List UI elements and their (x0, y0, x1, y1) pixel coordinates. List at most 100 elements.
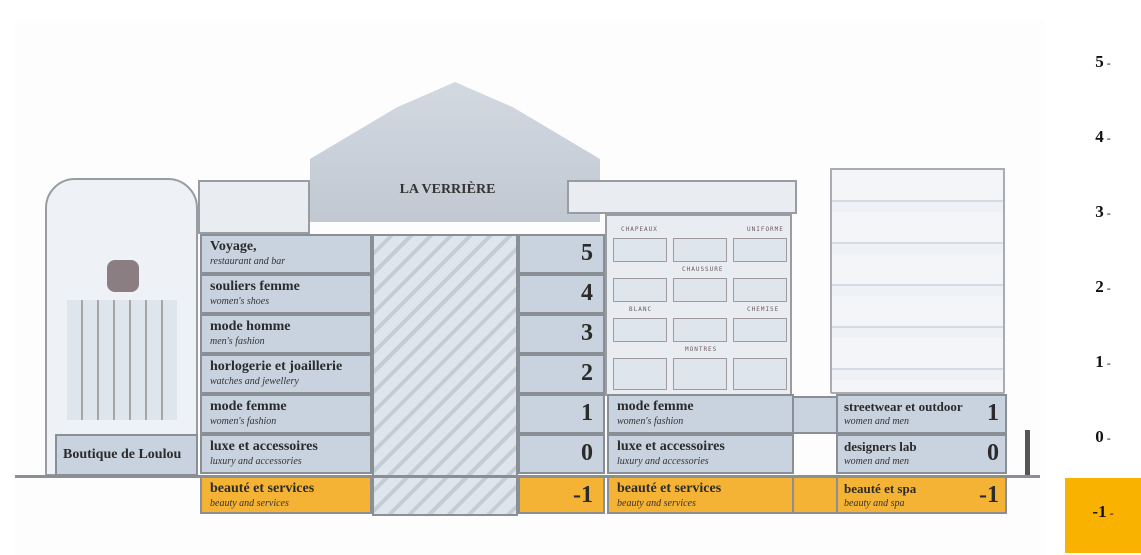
floor-title: beauté et spa (844, 481, 917, 496)
floor-title: mode femme (617, 399, 694, 414)
boutique-building (45, 178, 198, 476)
street-lamp-icon (1025, 430, 1030, 475)
floor-0-label-panel[interactable]: luxe et accessoires luxury and accessori… (200, 434, 372, 474)
floor-number: 3 (581, 320, 593, 346)
floor--1-number-panel[interactable]: -1 (518, 476, 605, 514)
floor-subtitle: beauty and spa (844, 498, 905, 509)
floor--1-label-panel[interactable]: beauté et services beauty and services (200, 476, 372, 514)
facade-window (673, 358, 727, 390)
boutique-label: Boutique de Loulou (63, 447, 182, 462)
sign-chapeaux: CHAPEAUX (621, 226, 658, 233)
floor-title: designers lab (844, 439, 917, 454)
floor-title: luxe et accessoires (210, 439, 318, 454)
floor-number: -1 (573, 482, 593, 508)
boutique-de-loulou[interactable]: Boutique de Loulou (55, 434, 198, 476)
floor-subtitle: luxury and accessories (210, 456, 302, 467)
floor-title: luxe et accessoires (617, 439, 725, 454)
level-nav-item[interactable]: 0 (1065, 403, 1141, 478)
middle-facade: CHAPEAUX UNIFORME CHAUSSURE BLANC CHEMIS… (605, 214, 792, 396)
facade-window (613, 318, 667, 342)
floor-3-number-panel[interactable]: 3 (518, 314, 605, 354)
floor-subtitle: beauty and services (617, 498, 696, 509)
level-nav-item[interactable]: 4 (1065, 103, 1141, 178)
floor-number: 4 (581, 280, 593, 306)
floor-4-label-panel[interactable]: souliers femme women's shoes (200, 274, 372, 314)
floor-5-label-panel[interactable]: Voyage, restaurant and bar (200, 234, 372, 274)
facade-window (733, 278, 787, 302)
level-nav-item[interactable]: 5 (1065, 28, 1141, 103)
level-nav-label: 5 (1095, 52, 1111, 72)
sign-montres: MONTRES (685, 346, 718, 353)
sign-uniforme: UNIFORME (747, 226, 784, 233)
floor-title: mode homme (210, 319, 291, 334)
floor-number: 5 (581, 240, 593, 266)
floor-number: 2 (581, 360, 593, 386)
middle-cornice (567, 180, 797, 214)
octagon-window (107, 260, 139, 292)
floor-title: souliers femme (210, 279, 300, 294)
floor-4-number-panel[interactable]: 4 (518, 274, 605, 314)
floor-title: mode femme (210, 399, 287, 414)
floor-subtitle: men's fashion (210, 336, 265, 347)
level-nav-label: -1 (1092, 502, 1113, 522)
floor-5-number-panel[interactable]: 5 (518, 234, 605, 274)
floor-subtitle: women's shoes (210, 296, 270, 307)
floor-2-number-panel[interactable]: 2 (518, 354, 605, 394)
verriere-title: LA VERRIÈRE (399, 182, 496, 197)
escalator-atrium (372, 234, 518, 516)
floor-title: beauté et services (617, 481, 722, 496)
facade-window (733, 358, 787, 390)
sign-chaussure: CHAUSSURE (682, 266, 724, 273)
wave-glass-facade (830, 168, 1005, 394)
floor-title: Voyage, (210, 239, 257, 254)
right-floor-panel[interactable]: streetwear et outdoor women and men 1 (836, 394, 1007, 434)
floor-number: 0 (581, 440, 593, 466)
floor-subtitle: watches and jewellery (210, 376, 299, 387)
middle-floor-panel[interactable]: beauté et services beauty and services (607, 476, 794, 514)
level-nav-label: 3 (1095, 202, 1111, 222)
level-nav-item[interactable]: 1 (1065, 328, 1141, 403)
middle-floor-panel[interactable]: mode femme women's fashion (607, 394, 794, 434)
floor-subtitle: restaurant and bar (210, 256, 286, 267)
connector-floor-minus1 (792, 476, 838, 514)
facade-window (673, 318, 727, 342)
facade-window (613, 238, 667, 262)
main-cornice (198, 180, 310, 234)
level-nav-label: 2 (1095, 277, 1111, 297)
right-floor-panel[interactable]: designers lab women and men 0 (836, 434, 1007, 474)
floor-subtitle: women's fashion (210, 416, 277, 427)
floor-3-label-panel[interactable]: mode homme men's fashion (200, 314, 372, 354)
floor-subtitle: women and men (844, 456, 909, 467)
middle-floor-panel[interactable]: luxe et accessoires luxury and accessori… (607, 434, 794, 474)
floor-number: 1 (987, 400, 999, 426)
sign-blanc: BLANC (629, 306, 653, 313)
facade-window (673, 278, 727, 302)
floor-number: -1 (979, 482, 999, 508)
facade-window (613, 358, 667, 390)
level-nav-item[interactable]: 3 (1065, 178, 1141, 253)
floor-subtitle: women and men (844, 416, 909, 427)
floor-subtitle: women's fashion (617, 416, 684, 427)
facade-window (733, 318, 787, 342)
floor-title: streetwear et outdoor (844, 399, 963, 414)
level-nav-item[interactable]: -1 (1065, 478, 1141, 553)
level-nav-label: 0 (1095, 427, 1111, 447)
floor-0-number-panel[interactable]: 0 (518, 434, 605, 474)
street-ground-line (15, 475, 1040, 478)
facade-window (733, 238, 787, 262)
floor-number: 1 (581, 400, 593, 426)
level-nav-label: 1 (1095, 352, 1111, 372)
level-nav-item[interactable]: 2 (1065, 253, 1141, 328)
floor-1-label-panel[interactable]: mode femme women's fashion (200, 394, 372, 434)
floor-title: horlogerie et joaillerie (210, 359, 343, 374)
sign-chemise: CHEMISE (747, 306, 780, 313)
level-nav-label: 4 (1095, 127, 1111, 147)
floor-number: 0 (987, 440, 999, 466)
right-floor-panel[interactable]: beauté et spa beauty and spa -1 (836, 476, 1007, 514)
facade-window (673, 238, 727, 262)
floor-subtitle: luxury and accessories (617, 456, 709, 467)
boutique-windows (67, 300, 177, 420)
facade-window (613, 278, 667, 302)
floor-1-number-panel[interactable]: 1 (518, 394, 605, 434)
floor-2-label-panel[interactable]: horlogerie et joaillerie watches and jew… (200, 354, 372, 394)
